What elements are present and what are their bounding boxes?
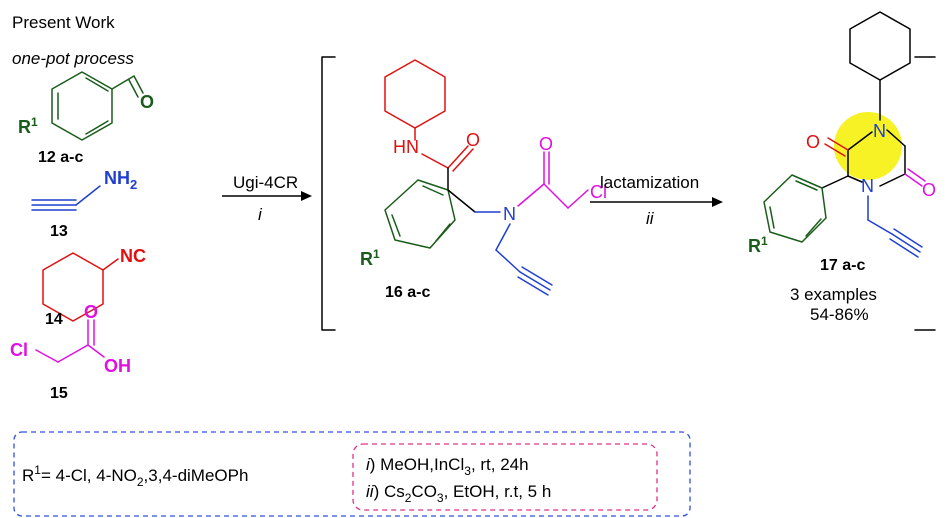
carbonyl-oxygen-left: O (806, 132, 820, 152)
ugi-adduct-structure: HN O R1 N O Cl (360, 59, 607, 296)
examples-count: 3 examples (790, 285, 877, 304)
compound-14-label: 14 (45, 311, 63, 328)
carbonyl-oxygen-15: O (84, 302, 98, 322)
carbonyl-oxygen-right: O (922, 180, 936, 200)
left-bracket (321, 56, 336, 331)
chloroacetyl-oxygen: O (539, 134, 553, 154)
reaction-center-highlight (834, 112, 902, 180)
ring-nitrogen-top: N (873, 121, 886, 141)
aldehyde-oxygen: O (140, 92, 154, 112)
condition-i: i) MeOH,InCl3, rt, 24h (366, 455, 529, 478)
cyclohexyl-isocyanide-structure: NC (42, 246, 146, 322)
yield-range: 54-86% (810, 305, 869, 324)
step-i-label: i (258, 205, 263, 224)
isocyanide-group: NC (120, 246, 146, 266)
compound-15-label: 15 (50, 385, 68, 402)
r1-substituent-12: R1 (18, 115, 38, 137)
header-subtitle: one-pot process (12, 49, 134, 68)
r1-substituent-17: R1 (748, 234, 768, 256)
lactamization-arrow: lactamization ii (590, 173, 723, 228)
hydroxyl-group: OH (104, 356, 131, 376)
compound-17-label: 17 a-c (820, 257, 865, 274)
benzaldehyde-structure: O R1 (18, 71, 154, 141)
condition-ii: ii) Cs2CO3, EtOH, r.t, 5 h (366, 482, 551, 505)
amide-nh: HN (393, 137, 419, 157)
diketopiperazine-structure: N N O O R1 (748, 11, 936, 258)
substituent-box (13, 431, 691, 517)
compound-16-label: 16 a-c (385, 284, 430, 301)
r1-definition: R1= 4-Cl, 4-NO2,3,4-diMeOPh (22, 463, 248, 489)
header-title: Present Work (12, 13, 115, 32)
chloroacetic-acid-structure: Cl O OH (10, 302, 131, 376)
compound-12-label: 12 a-c (38, 149, 83, 166)
ugi-arrow: Ugi-4CR i (222, 173, 312, 224)
chlorine-15: Cl (10, 340, 28, 360)
chlorine-16: Cl (590, 182, 607, 202)
amide-oxygen: O (466, 130, 480, 150)
tertiary-amide-nitrogen: N (503, 204, 516, 224)
ring-nitrogen-bottom: N (861, 176, 874, 196)
r1-substituent-16: R1 (360, 247, 380, 269)
ugi-label: Ugi-4CR (233, 173, 298, 192)
lactamization-label: lactamization (600, 173, 699, 192)
propargylamine-structure: NH2 (31, 168, 137, 211)
step-ii-label: ii (646, 209, 655, 228)
amine-group: NH2 (104, 168, 137, 192)
compound-13-label: 13 (50, 223, 68, 240)
